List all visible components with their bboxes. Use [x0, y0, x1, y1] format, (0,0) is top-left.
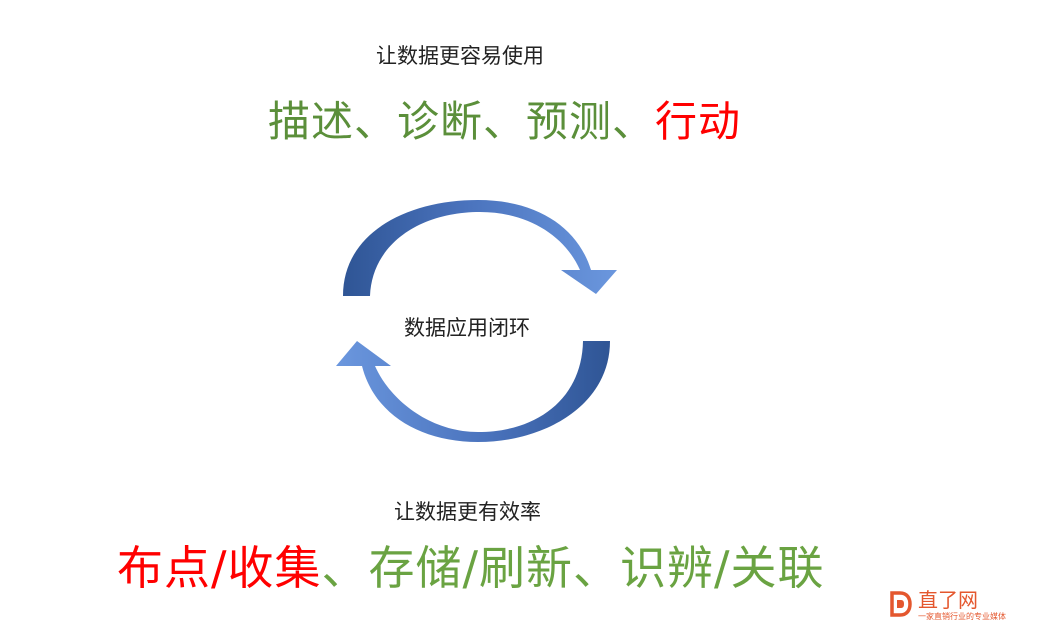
top-main-segment-2: 行动 [655, 97, 742, 146]
bottom-caption: 让数据更有效率 [394, 500, 541, 524]
center-label: 数据应用闭环 [404, 316, 530, 340]
logo-slogan: 一家直销行业的专业媒体 [918, 612, 1006, 621]
bottom-main-phrase: 布点/收集、存储/刷新、识辨/关联 [117, 532, 825, 598]
logo-mark-icon [890, 591, 912, 617]
top-caption: 让数据更容易使用 [376, 44, 544, 68]
bottom-main-segment-2: 、存储/刷新、识辨/关联 [321, 541, 825, 595]
site-logo: 直了网 一家直销行业的专业媒体 [888, 590, 1006, 624]
logo-name: 直了网 [918, 588, 978, 612]
bottom-arc-arrow [336, 341, 610, 442]
bottom-main-segment-1: 布点/收集 [117, 541, 322, 595]
top-main-phrase: 描述、诊断、预测、行动 [268, 88, 741, 149]
top-main-segment-1: 描述、诊断、预测、 [268, 97, 656, 146]
top-arc-arrow [343, 200, 617, 296]
